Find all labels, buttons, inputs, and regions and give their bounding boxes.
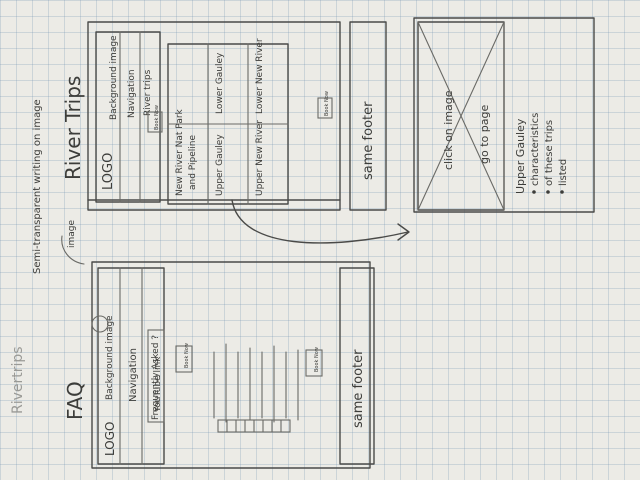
grid-cell-lower-gauley[interactable]: Lower Gauley xyxy=(215,52,225,114)
faq-navigation-text: Navigation xyxy=(128,348,139,402)
grid-cell-pipeline[interactable]: and Pipeline xyxy=(188,135,198,190)
faq-page-frame xyxy=(91,261,371,469)
river-book-now-text: Book Now xyxy=(154,105,160,130)
faq-faint-title: Rivertrips xyxy=(10,346,26,414)
faq-bg-image-text: Background image xyxy=(105,315,115,400)
river-bg-image-text: Background image xyxy=(109,35,119,120)
annotation-sub: image xyxy=(67,220,77,248)
youtube-link-box[interactable] xyxy=(147,329,165,423)
river-page-frame xyxy=(87,21,341,211)
grid-cell-upper-new-river[interactable]: Upper New River xyxy=(255,120,265,196)
youtube-link-text[interactable]: YouTube link xyxy=(153,356,163,413)
river-page-title: River Trips xyxy=(61,76,85,180)
faq-page-title: FAQ xyxy=(63,381,87,420)
detail-bullet-2: of these trips xyxy=(544,120,555,186)
annotation-arrow xyxy=(61,235,85,265)
river-footer-box xyxy=(349,21,387,211)
detail-page-frame xyxy=(413,17,595,213)
detail-click-text: click on image xyxy=(442,90,455,170)
flow-arrow-head xyxy=(397,223,410,241)
faq-book-now-2-text: Book Now xyxy=(314,347,320,372)
river-book-now-bottom-box[interactable] xyxy=(317,97,333,119)
detail-page-wireframe: click on image go to page Upper Gauley c… xyxy=(413,17,595,213)
sun-icon xyxy=(91,315,109,333)
faq-book-now-2[interactable] xyxy=(305,349,323,377)
faq-footer-text: same footer xyxy=(351,349,366,428)
annotation-text: Semi-transparent writing on image xyxy=(32,99,43,274)
river-book-now-box[interactable] xyxy=(147,111,163,133)
faq-wireframe: Rivertrips FAQ LOGO Background image Nav… xyxy=(10,261,375,469)
river-logo-text: LOGO xyxy=(101,153,116,190)
grid-cell-upper-gauley[interactable]: Upper Gauley xyxy=(215,134,225,196)
detail-bullet-3: listed xyxy=(558,159,569,186)
flow-arrow xyxy=(231,199,409,244)
grid-cell-new-river[interactable]: New River Nat Park xyxy=(175,108,185,196)
semi-transparent-annotation: Semi-transparent writing on image image xyxy=(32,99,85,274)
river-footer-text: same footer xyxy=(361,101,376,180)
detail-bullet-1: characteristics xyxy=(530,113,541,186)
river-trips-wireframe: LOGO Background image Navigation River t… xyxy=(61,21,387,211)
river-book-now-bottom-text: Book Now xyxy=(324,91,330,116)
river-navigation-text: Navigation xyxy=(127,69,137,118)
faq-book-now-1[interactable] xyxy=(175,345,193,373)
detail-go-text: go to page xyxy=(478,105,491,164)
faq-book-now-1-text: Book Now xyxy=(184,343,190,368)
grid-cell-lower-new-river[interactable]: Lower New River xyxy=(255,38,265,114)
river-nav-sub-text: River trips xyxy=(143,69,153,116)
faq-heading-text: Frequently Asked ? xyxy=(151,335,161,420)
detail-desc-title: Upper Gauley xyxy=(514,118,527,194)
river-header-band xyxy=(95,31,161,203)
faq-logo-text: LOGO xyxy=(103,422,117,456)
faq-footer-box xyxy=(339,267,375,465)
